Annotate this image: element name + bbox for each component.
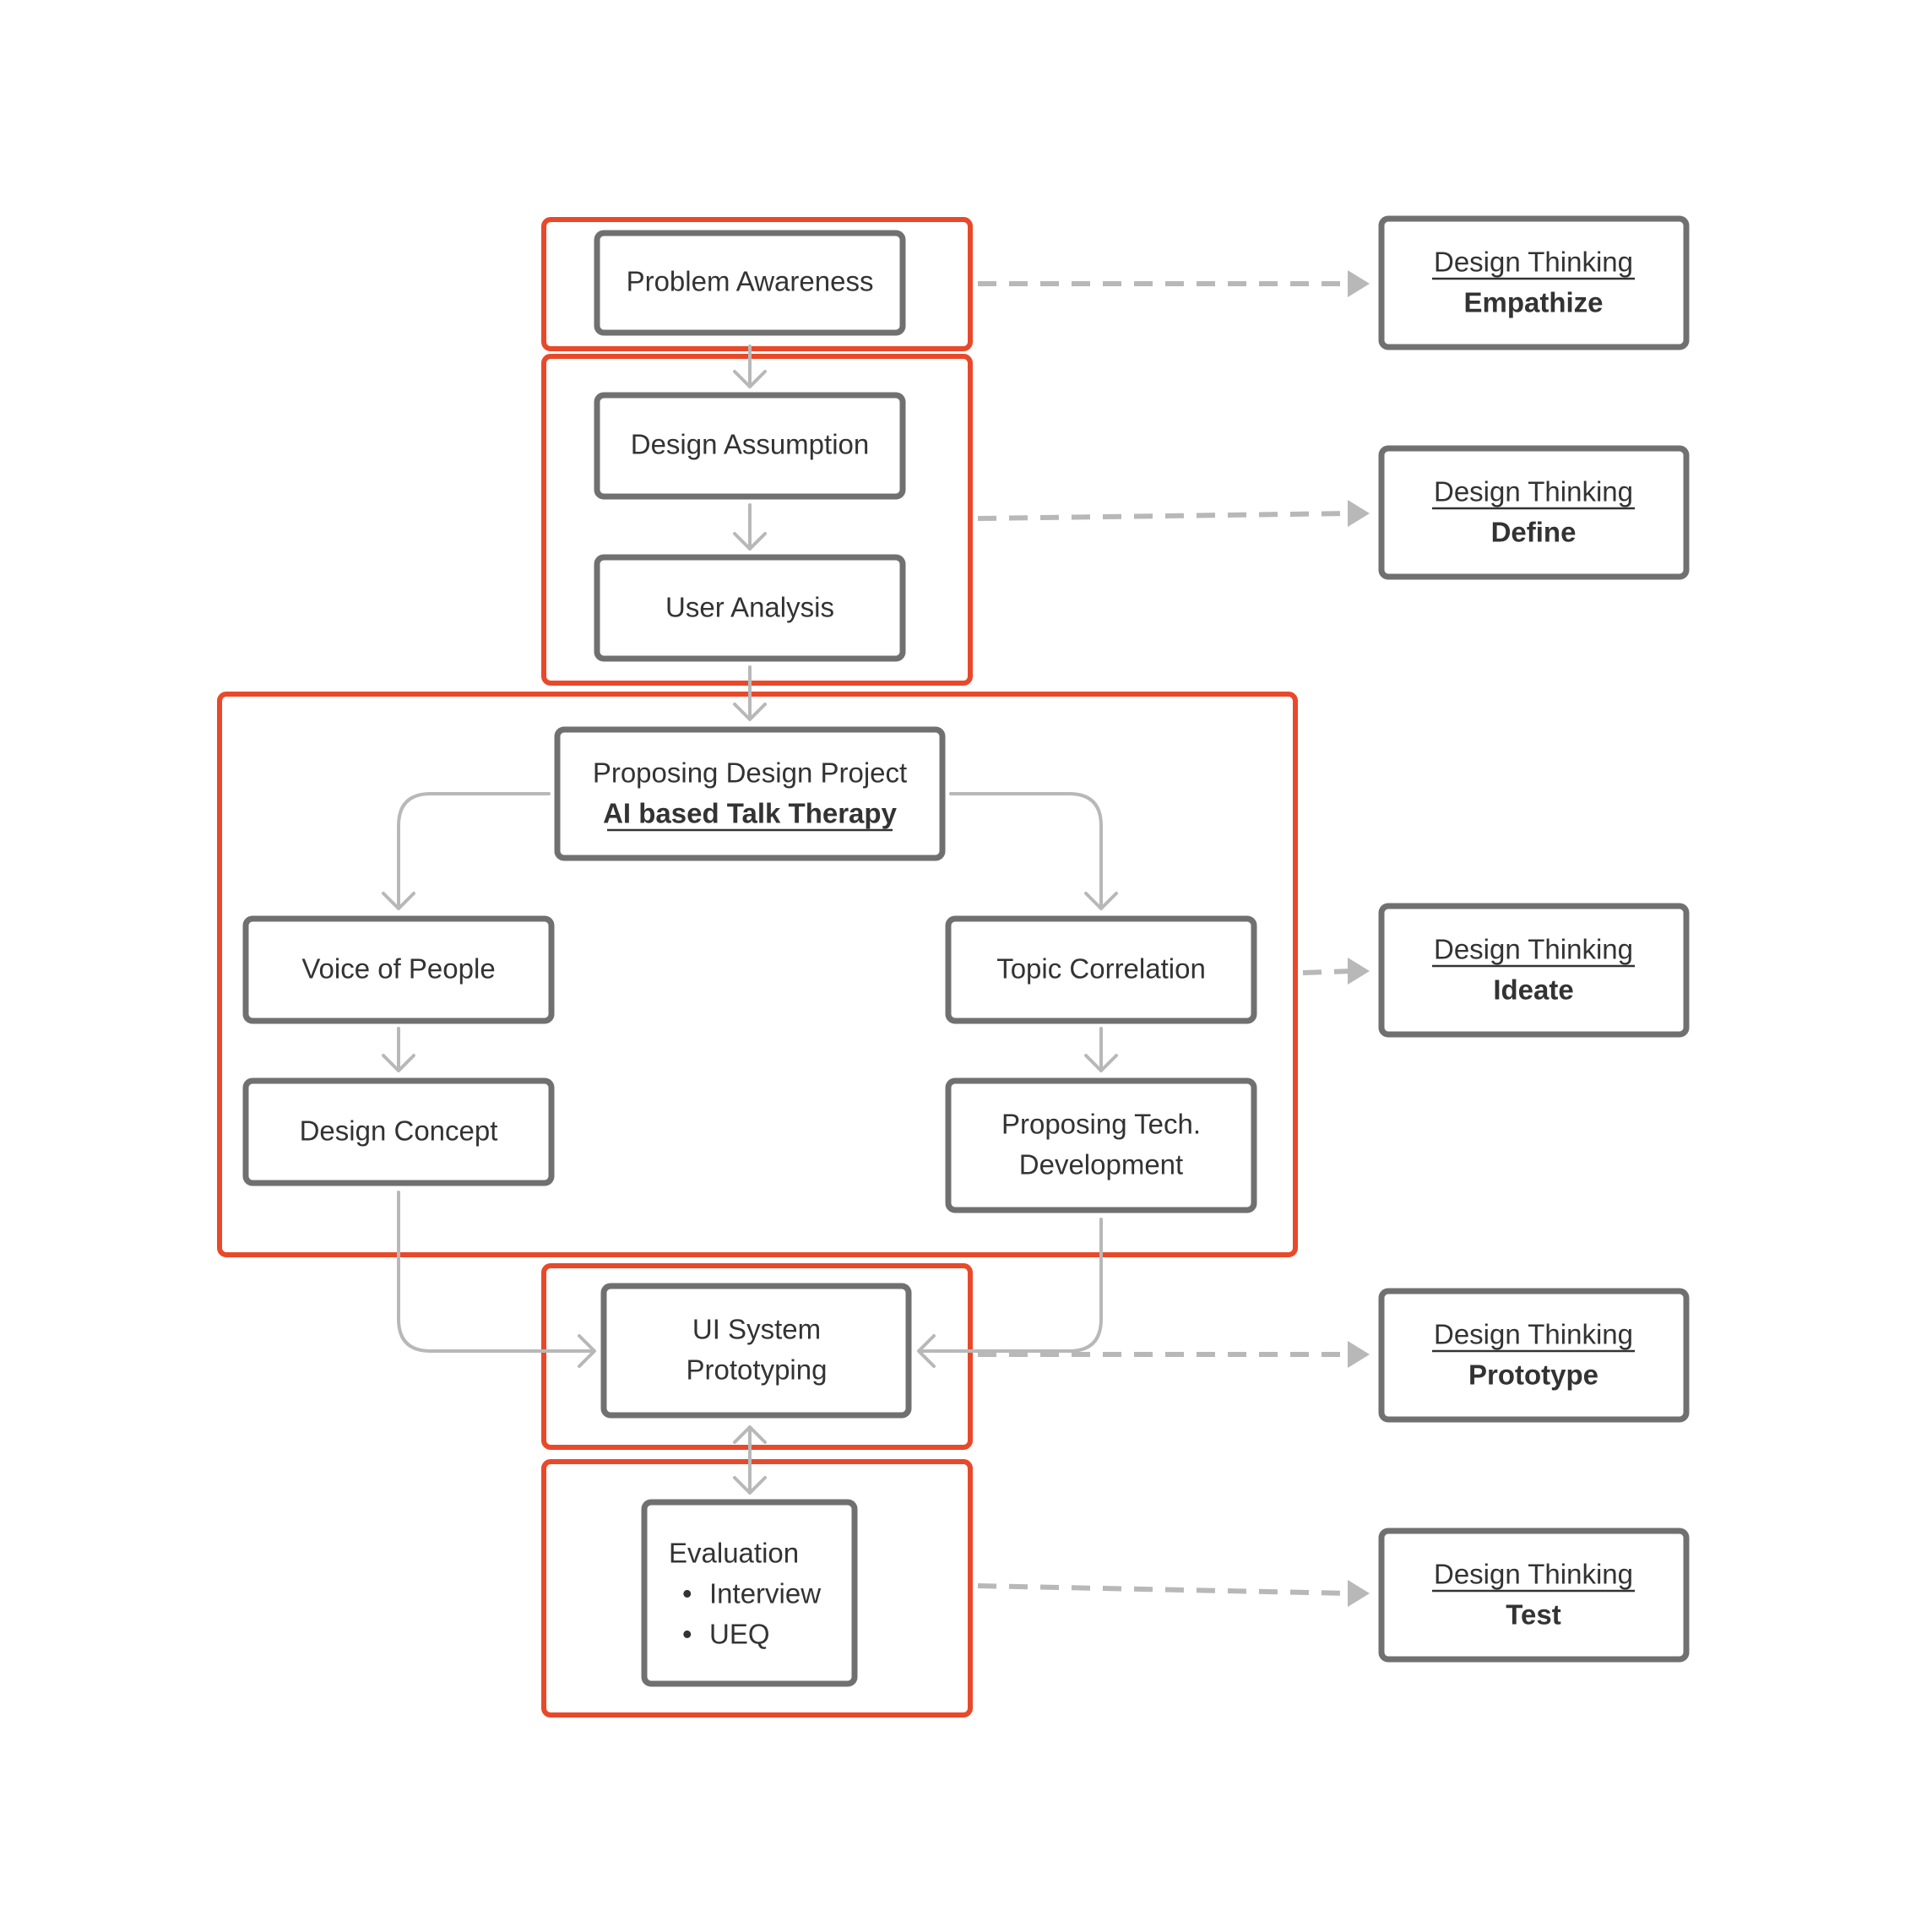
arrow-analysis-to-project [733,665,767,721]
stage-prototype-title: Design Thinking [1434,1319,1633,1350]
stage-prototype: Design Thinking Prototype [1378,1288,1690,1423]
stage-ideate-title: Design Thinking [1434,934,1633,965]
node-design-assumption: Design Assumption [594,392,906,500]
stage-test: Design Thinking Test [1378,1528,1690,1663]
stage-define-name: Define [1491,517,1577,548]
arrow-awareness-to-assumption [733,345,767,388]
ui-system-line2: Prototyping [687,1354,828,1386]
topic-correlation-label: Topic Correlation [996,953,1206,985]
proposing-project-subtitle: AI based Talk Therapy [603,798,897,829]
arrow-tech-to-prototyping [917,1218,1103,1368]
node-voice-of-people: Voice of People [242,915,555,1024]
node-proposing-design-project: Proposing Design Project AI based Talk T… [554,726,946,861]
test-group-frame [541,1459,973,1718]
evaluation-title: Evaluation [669,1538,799,1569]
stage-prototype-name: Prototype [1468,1359,1598,1391]
stage-define-title: Design Thinking [1434,476,1633,507]
node-design-concept: Design Concept [242,1077,555,1186]
proposing-tech-line2: Development [1019,1149,1183,1180]
prototype-group-frame [541,1263,973,1450]
dashed-arrow-test-head [1348,1580,1370,1607]
ui-system-line1: UI System [692,1314,821,1345]
stage-test-name: Test [1506,1599,1560,1631]
design-concept-label: Design Concept [300,1115,498,1147]
stage-empathize-name: Empathize [1463,287,1603,318]
dashed-arrow-ideate-head [1348,958,1370,985]
problem-awareness-label: Problem Awareness [627,266,874,297]
stage-ideate-name: Ideate [1493,974,1573,1006]
arrow-project-to-voice [382,792,551,910]
evaluation-item-interview: Interview [709,1578,821,1609]
arrow-topic-to-tech [1084,1027,1118,1072]
dashed-arrow-define-head [1348,500,1370,527]
stage-connectors [977,270,1370,1607]
dashed-arrow-empathize-head [1348,270,1370,297]
user-analysis-label: User Analysis [665,592,834,623]
arrow-project-to-topic [949,792,1118,910]
voice-of-people-label: Voice of People [301,953,495,985]
evaluation-bullet-2: • [682,1619,692,1650]
arrow-prototyping-evaluation-bidirectional [733,1425,767,1495]
node-evaluation: Evaluation • Interview • UEQ [641,1499,858,1687]
ideate-group-frame [217,692,1298,1257]
define-group-frame [541,354,973,686]
node-problem-awareness: Problem Awareness [594,230,906,336]
flow-connectors [382,345,1118,1495]
proposing-tech-line1: Proposing Tech. [1001,1109,1201,1140]
evaluation-bullet-1: • [682,1578,692,1609]
arrow-assumption-to-analysis [733,503,767,551]
node-proposing-tech-development: Proposing Tech. Development [945,1077,1257,1213]
arrow-voice-to-concept [382,1027,415,1072]
node-ui-system-prototyping: UI System Prototyping [600,1283,912,1419]
empathize-group-frame [541,217,973,351]
stage-test-title: Design Thinking [1434,1559,1633,1590]
arrow-concept-to-prototyping [397,1191,596,1368]
stage-empathize-title: Design Thinking [1434,247,1633,278]
proposing-project-title: Proposing Design Project [593,757,907,789]
dashed-arrow-prototype-head [1348,1341,1370,1368]
stage-define: Design Thinking Define [1378,445,1690,580]
evaluation-item-ueq: UEQ [709,1619,770,1650]
dashed-arrow-ideate [1302,969,1352,975]
design-assumption-label: Design Assumption [631,429,869,460]
node-topic-correlation: Topic Correlation [945,915,1257,1024]
dashed-arrow-define [977,511,1352,521]
stage-ideate: Design Thinking Ideate [1378,903,1690,1038]
node-user-analysis: User Analysis [594,554,906,662]
stage-empathize: Design Thinking Empathize [1378,215,1690,350]
dashed-arrow-test [977,1583,1352,1596]
